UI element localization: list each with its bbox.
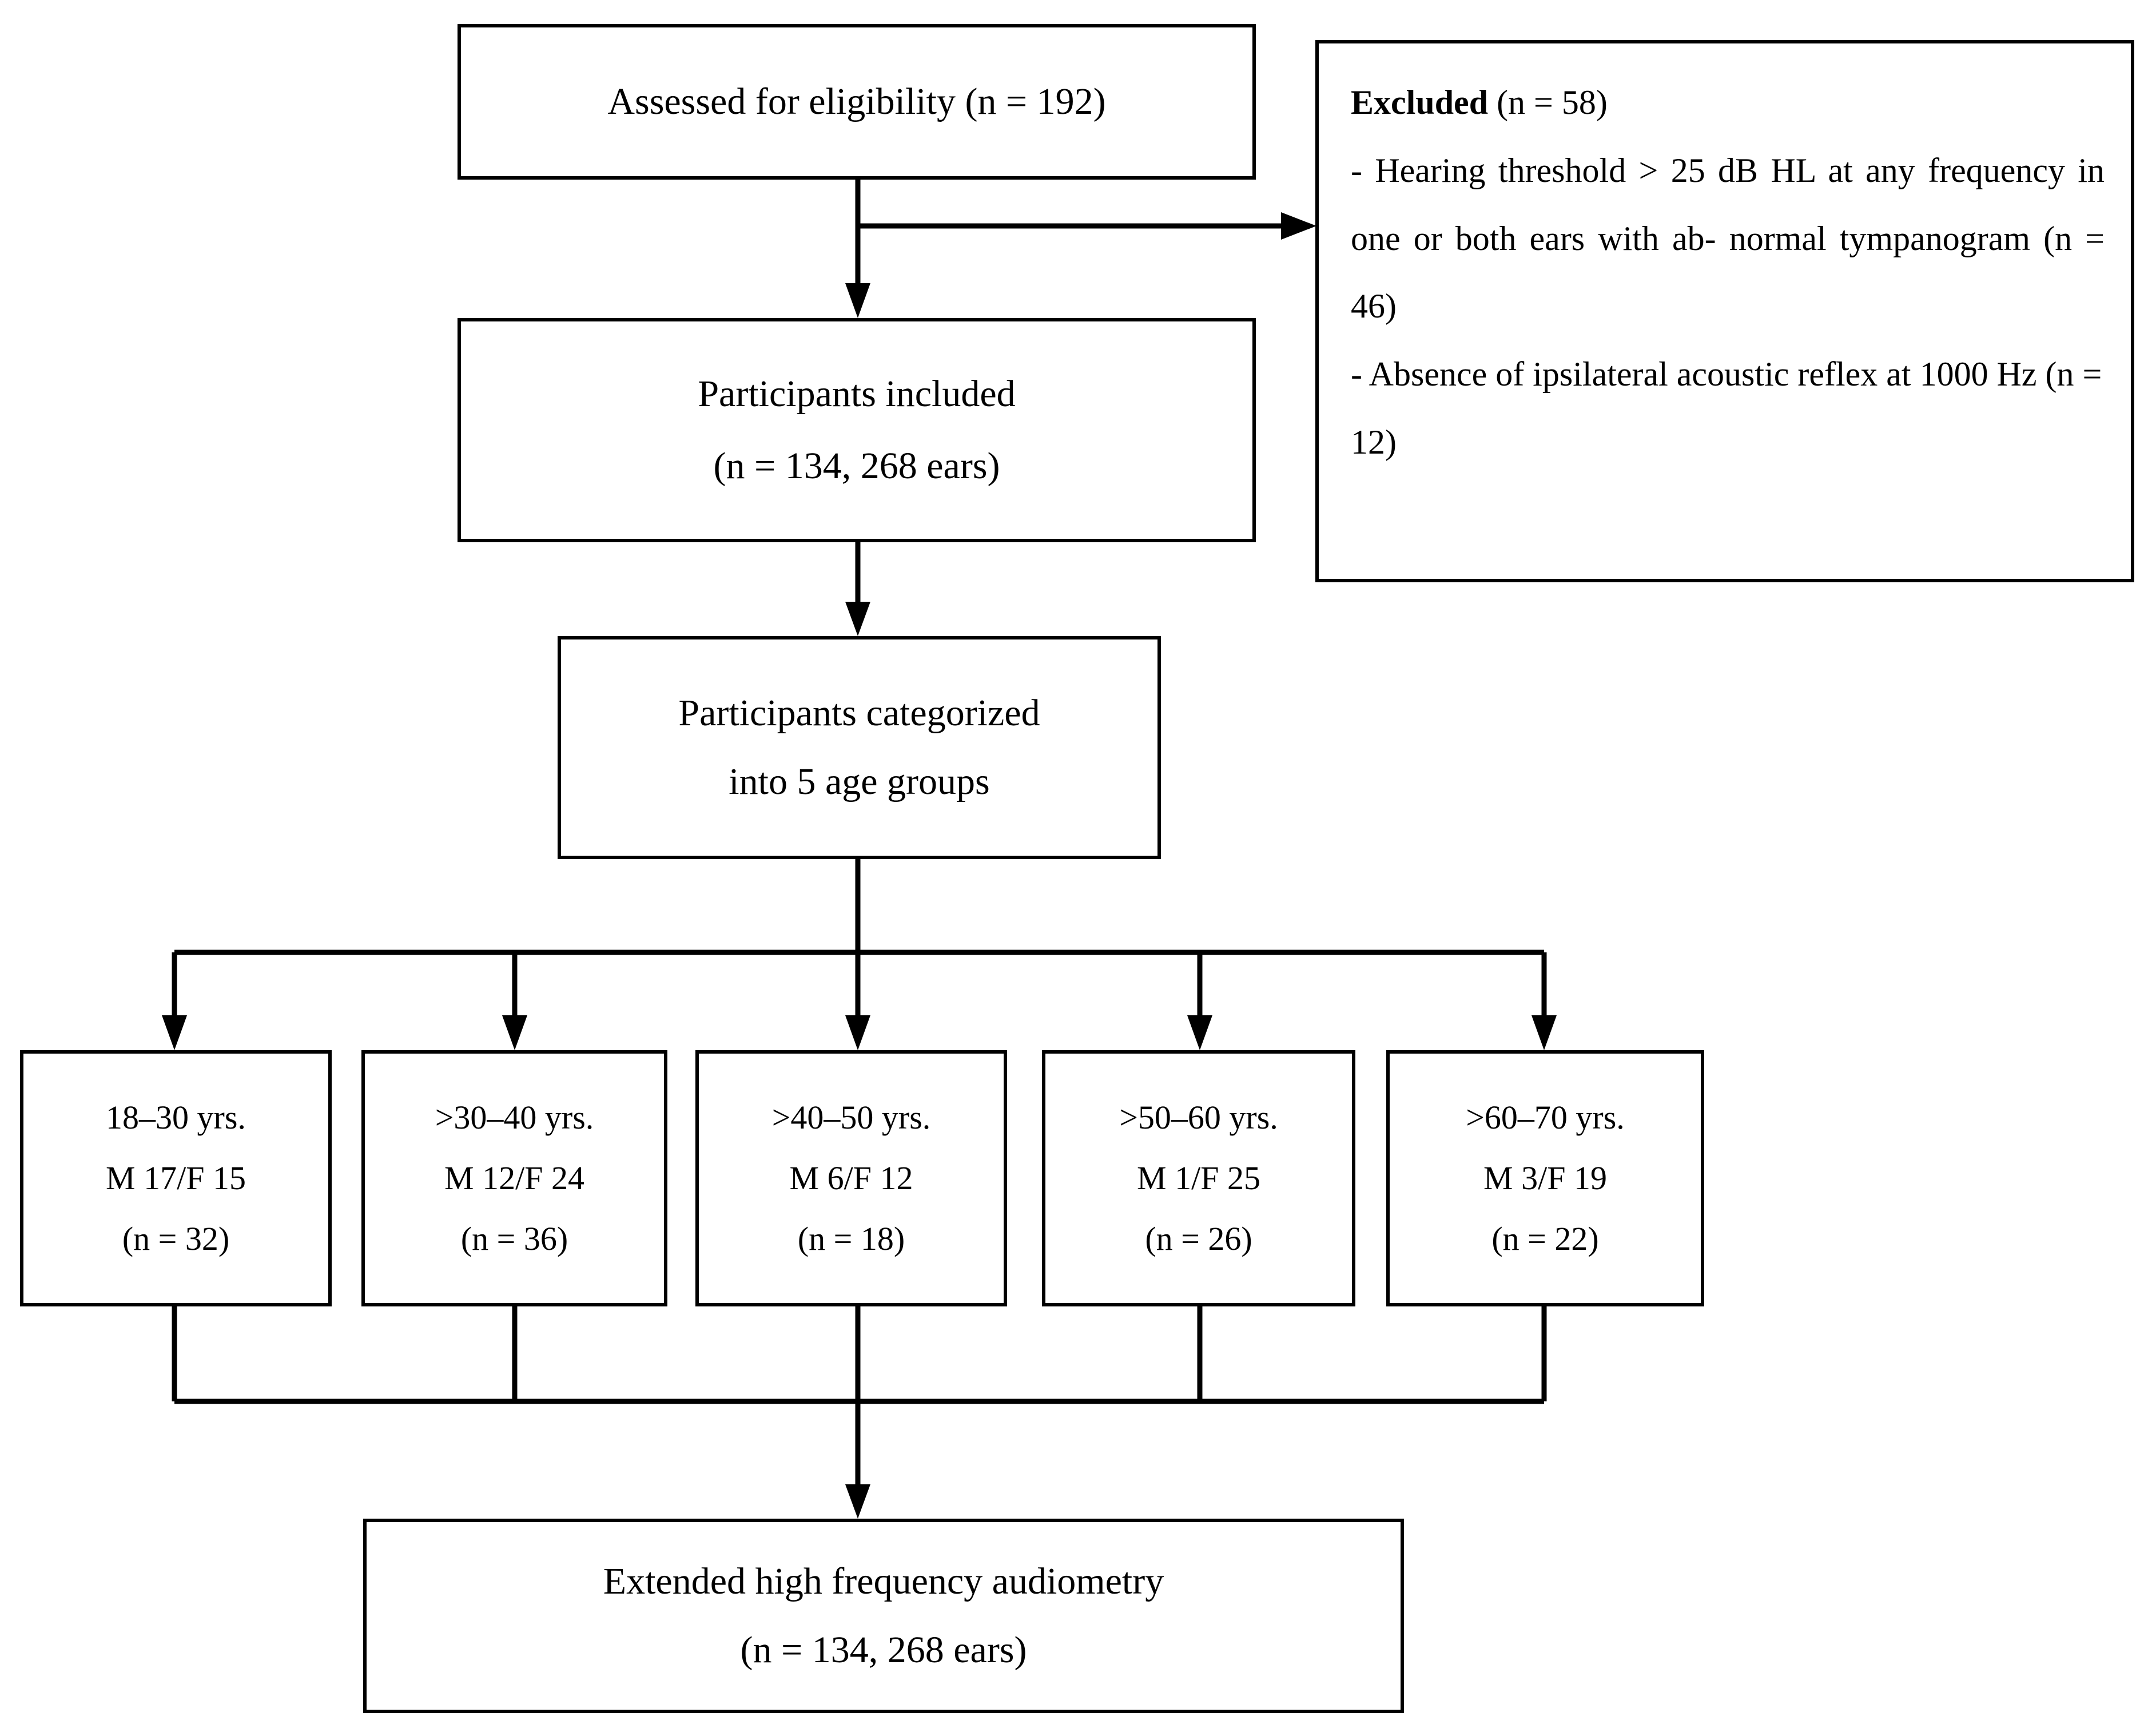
edge-assessed-to-included: [845, 180, 870, 318]
edge-included-to-categorized: [845, 542, 870, 636]
node-excluded: Excluded (n = 58) - Hearing threshold > …: [1315, 40, 2134, 582]
audiometry-line-2: (n = 134, 268 ears): [740, 1629, 1027, 1671]
age-group-3-count: (n = 26): [1145, 1220, 1252, 1257]
age-group-0-count: (n = 32): [122, 1220, 230, 1257]
assessed-label: Assessed for eligibility (n = 192): [607, 81, 1106, 123]
age-group-1-range: >30–40 yrs.: [435, 1099, 594, 1136]
excluded-heading-count: (n = 58): [1497, 84, 1608, 121]
age-group-1-count: (n = 36): [460, 1220, 568, 1257]
age-group-4-count: (n = 22): [1491, 1220, 1599, 1257]
node-age-group-50-60: >50–60 yrs. M 1/F 25 (n = 26): [1042, 1050, 1355, 1306]
excluded-reason-1-line-2: frequency in one or both ears with ab-: [1351, 151, 2105, 257]
age-group-3-range: >50–60 yrs.: [1119, 1099, 1278, 1136]
age-group-0-sex: M 17/F 15: [106, 1159, 246, 1197]
node-assessed-for-eligibility: Assessed for eligibility (n = 192): [458, 24, 1256, 180]
age-group-3-sex: M 1/F 25: [1137, 1159, 1260, 1197]
edge-agegroups-to-audiometry: [172, 1306, 1547, 1519]
edge-assessed-to-excluded: [858, 212, 1316, 240]
excluded-reason-1-line-3: normal tympanogram (n = 46): [1351, 219, 2105, 325]
included-line-2: (n = 134, 268 ears): [713, 445, 1000, 487]
age-group-0-range: 18–30 yrs.: [106, 1099, 246, 1136]
excluded-reason-1: - Hearing threshold > 25 dB HL at any fr…: [1351, 137, 2105, 340]
excluded-reason-2: - Absence of ipsilateral acoustic reflex…: [1351, 340, 2105, 476]
excluded-heading: Excluded: [1351, 84, 1489, 121]
age-group-2-sex: M 6/F 12: [789, 1159, 913, 1197]
age-group-4-range: >60–70 yrs.: [1466, 1099, 1625, 1136]
node-participants-included: Participants included (n = 134, 268 ears…: [458, 318, 1256, 542]
node-age-group-30-40: >30–40 yrs. M 12/F 24 (n = 36): [361, 1050, 667, 1306]
node-extended-high-frequency-audiometry: Extended high frequency audiometry (n = …: [363, 1519, 1404, 1713]
categorized-line-2: into 5 age groups: [729, 761, 990, 803]
excluded-reason-2-line-1: - Absence of ipsilateral acoustic reflex…: [1351, 355, 1911, 394]
excluded-reason-1-line-1: - Hearing threshold > 25 dB HL at any: [1351, 151, 1915, 189]
node-participants-categorized: Participants categorized into 5 age grou…: [558, 636, 1161, 859]
age-group-1-sex: M 12/F 24: [444, 1159, 584, 1197]
audiometry-line-1: Extended high frequency audiometry: [603, 1560, 1164, 1602]
node-age-group-40-50: >40–50 yrs. M 6/F 12 (n = 18): [695, 1050, 1007, 1306]
included-line-1: Participants included: [698, 373, 1016, 415]
edge-categorized-to-agegroups: [162, 859, 1557, 1050]
node-age-group-18-30: 18–30 yrs. M 17/F 15 (n = 32): [20, 1050, 332, 1306]
node-age-group-60-70: >60–70 yrs. M 3/F 19 (n = 22): [1386, 1050, 1704, 1306]
age-group-2-count: (n = 18): [797, 1220, 905, 1257]
excluded-reason-2-line-2: 1000 Hz (n = 12): [1351, 355, 2102, 461]
age-group-2-range: >40–50 yrs.: [771, 1099, 931, 1136]
categorized-line-1: Participants categorized: [678, 692, 1040, 734]
age-group-4-sex: M 3/F 19: [1483, 1159, 1607, 1197]
excluded-heading-row: Excluded (n = 58): [1351, 69, 2105, 137]
